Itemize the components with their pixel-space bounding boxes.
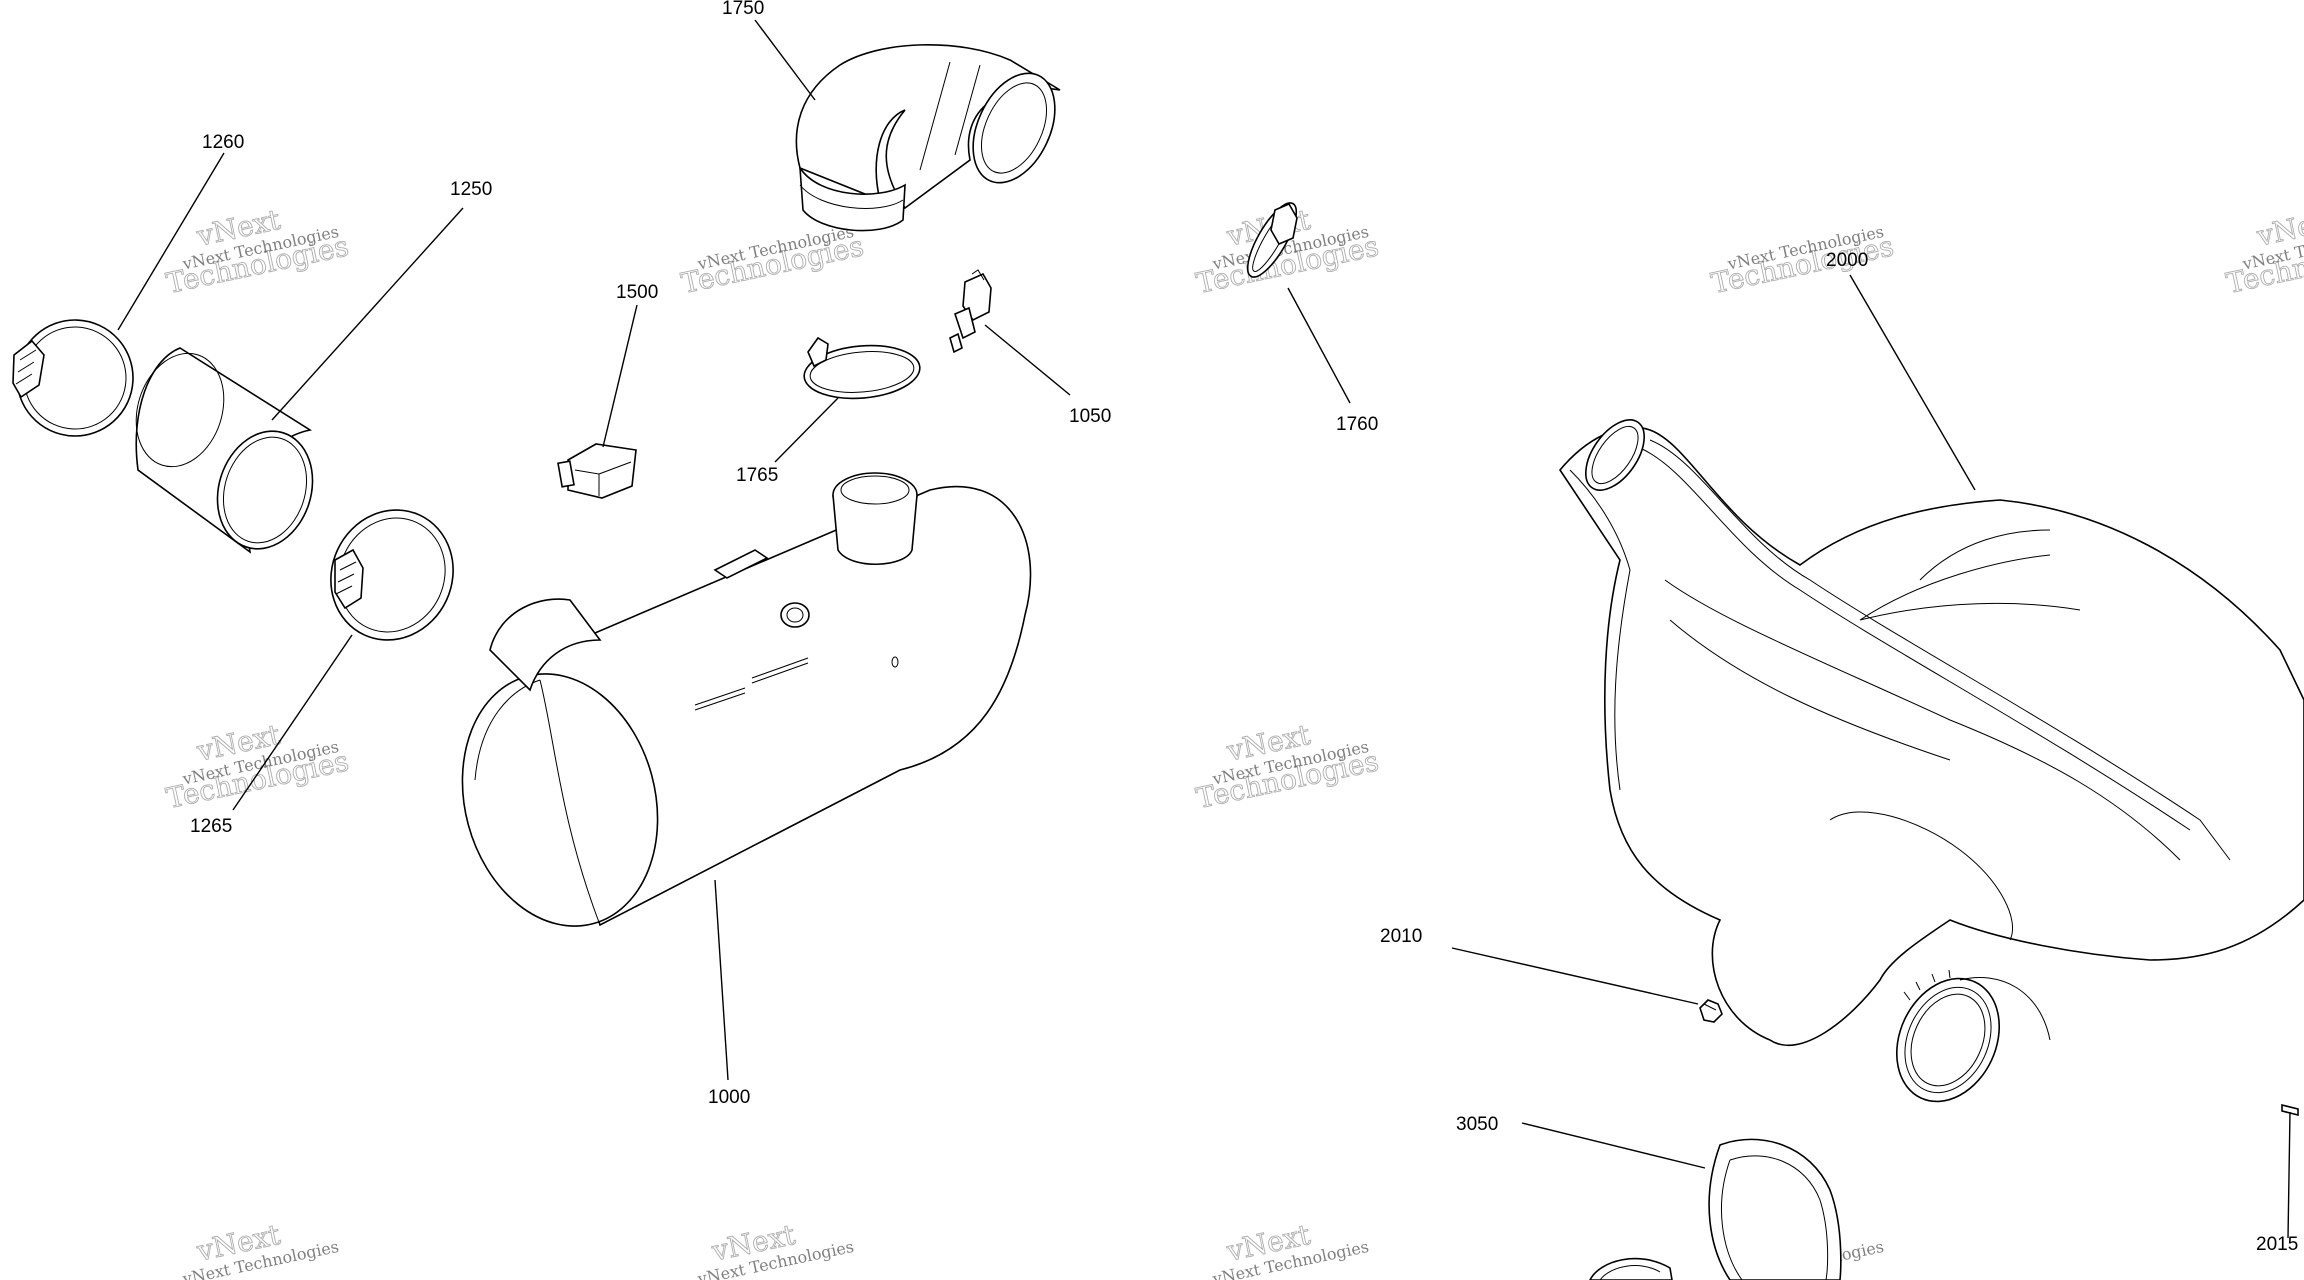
leader-2010 — [1451, 947, 1699, 1005]
partial-gasket-bottom — [1589, 1257, 1673, 1280]
leader-1000 — [714, 879, 729, 1081]
label-3050: 3050 — [1456, 1114, 1498, 1135]
label-1050: 1050 — [1069, 406, 1111, 427]
label-1250: 1250 — [450, 179, 492, 200]
label-2010: 2010 — [1380, 926, 1422, 947]
part-3050-gasket[interactable] — [1708, 1138, 1842, 1280]
label-1765: 1765 — [736, 465, 778, 486]
leader-1050 — [984, 324, 1071, 396]
part-1050-sensor[interactable] — [949, 269, 992, 354]
label-1000: 1000 — [708, 1087, 750, 1108]
watermark: Technologies vNext vNext Technologies — [2223, 202, 2304, 300]
label-2000: 2000 — [1826, 250, 1868, 271]
part-1000-muffler[interactable] — [435, 472, 1032, 948]
part-1750-elbow-hose[interactable] — [795, 44, 1071, 232]
leader-1250 — [271, 207, 464, 421]
watermark: vNext vNext Technologies — [695, 1217, 855, 1280]
watermark: Technologies vNext Technologies — [678, 222, 867, 301]
label-1750: 1750 — [722, 0, 764, 19]
watermark: Technologies vNext vNext Technologies — [163, 202, 352, 300]
watermark: vNext vNext Technologies — [180, 1217, 340, 1280]
part-1265-hose-clamp[interactable] — [310, 490, 475, 660]
leader-1765 — [774, 397, 839, 463]
watermark: Technologies vNext vNext Technologies — [1193, 717, 1382, 815]
leader-1750 — [754, 19, 816, 101]
leader-1260 — [117, 152, 225, 331]
part-2010-cap[interactable] — [1699, 999, 1723, 1023]
part-2000-muffler-body[interactable] — [1559, 410, 2304, 1119]
watermark: Technologies vNext vNext Technologies — [163, 717, 352, 815]
leader-1265 — [232, 634, 353, 811]
leader-3050 — [1521, 1122, 1706, 1169]
part-1765-clamp[interactable] — [802, 336, 922, 403]
label-1260: 1260 — [202, 132, 244, 153]
part-1250-sleeve[interactable] — [122, 342, 327, 561]
leader-1500 — [602, 304, 638, 448]
part-1500-connector[interactable] — [557, 443, 637, 499]
label-1500: 1500 — [616, 282, 658, 303]
part-1260-hose-clamp[interactable] — [1, 304, 150, 453]
watermark: vNext vNext Technologies — [1210, 1217, 1370, 1280]
leader-2000 — [1849, 274, 1976, 491]
label-1760: 1760 — [1336, 414, 1378, 435]
label-1265: 1265 — [190, 816, 232, 837]
part-2015-bolt[interactable] — [2281, 1103, 2299, 1239]
leader-1760 — [1287, 287, 1351, 404]
part-1760-clamp[interactable] — [1239, 197, 1305, 284]
label-2015: 2015 — [2256, 1234, 2298, 1255]
